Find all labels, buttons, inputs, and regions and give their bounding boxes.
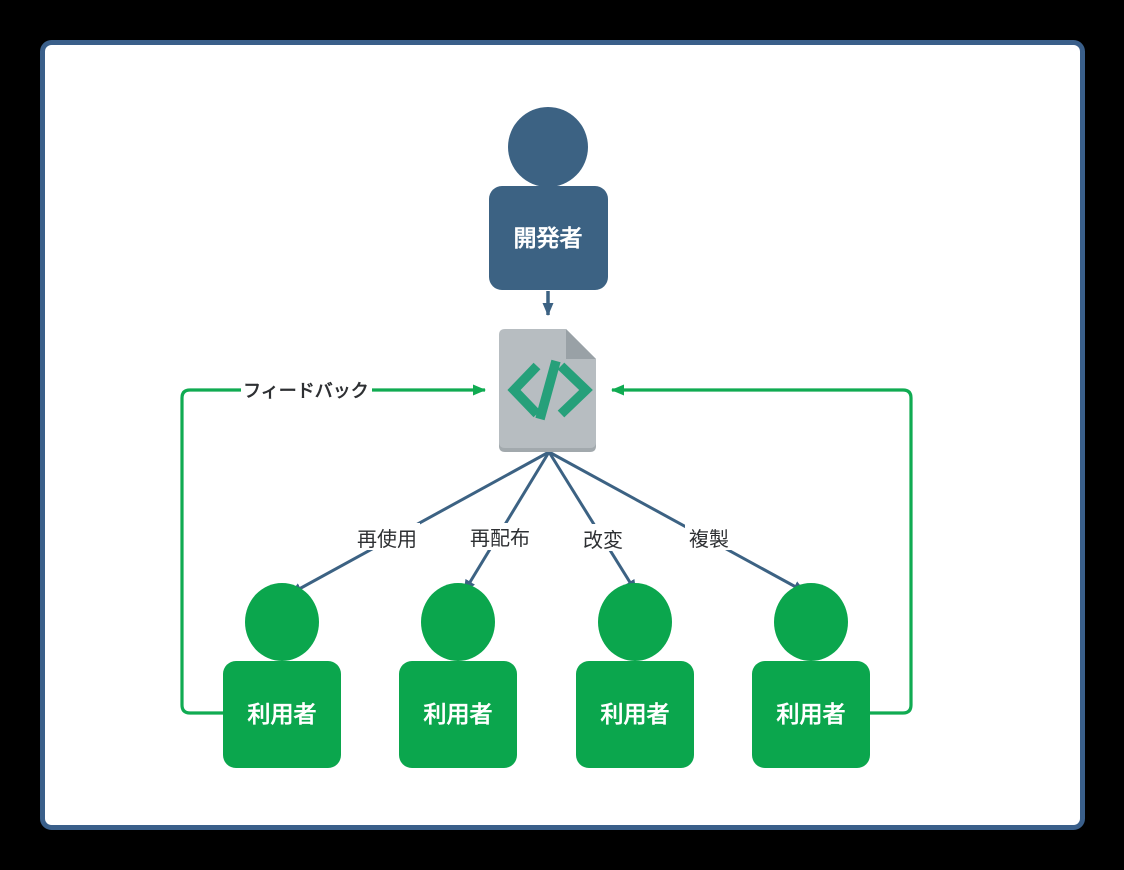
feedback-loop-left: フィードバック: [180, 378, 486, 715]
developer-person-body-icon: [489, 186, 608, 290]
user-figure-4: 利用者: [752, 583, 870, 768]
user-label: 利用者: [777, 701, 846, 727]
developer-person-head-icon: [508, 107, 588, 187]
user-person-body-icon: [399, 661, 517, 768]
user-person-body-icon: [576, 661, 694, 768]
user-label: 利用者: [601, 701, 670, 727]
feedback-label: フィードバック: [243, 381, 369, 401]
modify-label: 改変: [583, 529, 623, 552]
reuse-label-background: [353, 523, 420, 550]
feedback-edge-right: [611, 384, 913, 715]
copy-arrow: [548, 450, 806, 594]
copy-label: 複製: [689, 528, 729, 551]
user-person-body-icon: [223, 661, 341, 768]
distribution-arrows: 再使用 再配布 改変 複製: [289, 450, 806, 596]
developer-label: 開発者: [514, 225, 583, 251]
developer-figure: 開発者: [489, 107, 608, 290]
redistribute-label: 再配布: [470, 527, 530, 550]
modify-arrow: [547, 451, 638, 593]
user-person-head-icon: [774, 583, 848, 661]
user-person-head-icon: [245, 583, 319, 661]
user-label: 利用者: [424, 701, 493, 727]
user-figure-1: 利用者: [223, 583, 341, 768]
user-person-head-icon: [421, 583, 495, 661]
user-person-head-icon: [598, 583, 672, 661]
redistribute-label-background: [466, 523, 533, 550]
user-figure-3: 利用者: [576, 583, 694, 768]
user-label: 利用者: [248, 701, 317, 727]
feedback-label-background: [241, 378, 372, 402]
feedback-edge-left: [180, 384, 486, 715]
reuse-label: 再使用: [357, 528, 417, 551]
redistribute-arrow: [462, 451, 551, 593]
document-fold-corner: [566, 329, 596, 359]
modify-label-background: [579, 524, 627, 551]
code-brackets-icon: [507, 359, 593, 421]
user-person-body-icon: [752, 661, 870, 768]
code-document-icon: [499, 329, 596, 452]
user-figure-2: 利用者: [399, 583, 517, 768]
copy-label-background: [685, 523, 733, 550]
